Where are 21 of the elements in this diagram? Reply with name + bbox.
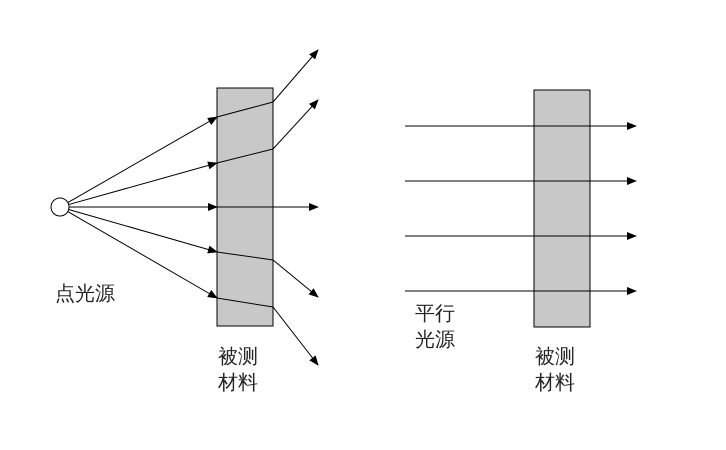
light-ray-arrow [534,287,637,295]
light-ray-arrow [216,298,319,366]
light-ray-arrow [534,232,637,240]
material-label: 被测材料 [535,343,576,395]
light-ray-arrow [534,177,637,185]
material-slab [534,90,590,328]
material-label: 被测材料 [218,343,259,395]
light-ray-arrow [216,49,319,118]
light-ray-arrow [216,99,319,164]
light-ray-arrow [67,116,218,204]
light-ray-arrow [68,203,218,211]
light-ray-arrow [216,252,319,298]
light-ray-arrow [67,211,218,298]
light-source-circle [50,198,70,216]
light-ray-arrow [534,122,637,130]
material-slab [216,88,274,326]
source-label: 平行光源 [415,300,456,352]
light-ray-arrow [68,208,218,254]
light-ray-arrow [68,162,218,206]
source-label: 点光源 [55,280,116,306]
light-ray-arrow [216,203,319,211]
